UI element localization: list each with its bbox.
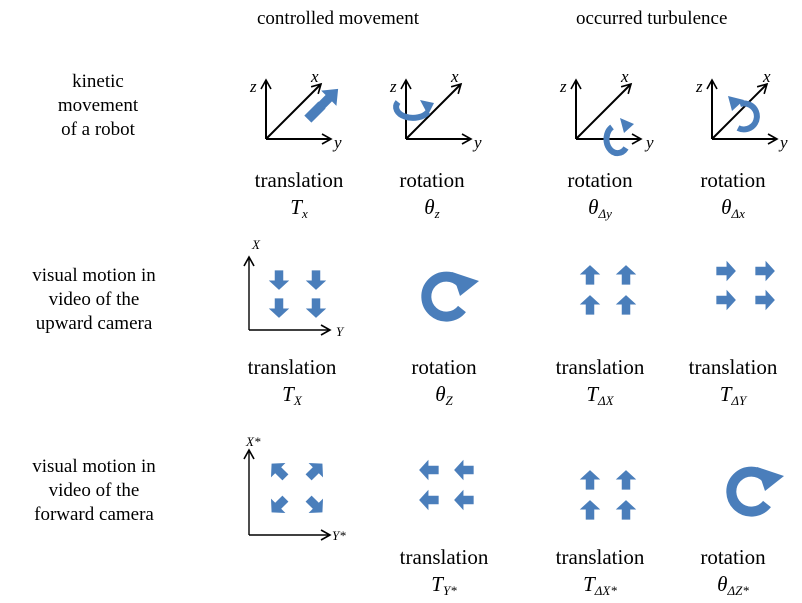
left-arrow-icon <box>454 489 474 511</box>
row-label-line: forward camera <box>34 504 154 525</box>
axis-label-Y: Y <box>336 324 345 339</box>
forward-diverging-arrows <box>264 456 330 520</box>
down-left-arrow-icon <box>264 491 293 520</box>
left-arrow-icon <box>454 459 474 481</box>
row-label-line: visual motion in <box>32 265 156 286</box>
axis-label-Y-star: Y* <box>332 528 346 543</box>
up-arrow-icon <box>579 500 601 520</box>
upward-camera-axes <box>243 255 332 336</box>
rotation-dZ-star-circular-arrow-icon <box>726 466 784 517</box>
row-label-line: video of the <box>48 480 140 501</box>
up-arrow-icon <box>615 265 637 285</box>
translation-dX-star-up-arrows <box>579 470 637 520</box>
axis-label-x: x <box>450 67 459 86</box>
row-label-line: video of the <box>48 289 140 310</box>
row-label-forward-camera: visual motion in video of the forward ca… <box>0 455 204 527</box>
robot-axes-rotation-dx <box>706 78 779 145</box>
down-arrow-icon <box>268 270 290 290</box>
row-label-line: visual motion in <box>32 456 156 477</box>
row-label-upward-camera: visual motion in video of the upward cam… <box>0 264 204 336</box>
up-arrow-icon <box>615 470 637 490</box>
down-arrow-icon <box>268 298 290 318</box>
header-occurred-turbulence: occurred turbulence <box>576 8 728 29</box>
axis-label-x: x <box>620 67 629 86</box>
forward-camera-axes <box>243 448 332 541</box>
translation-dY-right-arrows <box>716 260 775 311</box>
row-label-line: upward camera <box>35 313 153 334</box>
right-arrow-icon <box>755 289 775 311</box>
right-arrow-icon <box>716 260 736 282</box>
up-arrow-icon <box>579 265 601 285</box>
axis-label-z: z <box>695 77 703 96</box>
up-arrow-icon <box>615 500 637 520</box>
up-right-arrow-icon <box>301 456 330 485</box>
axis-label-y: y <box>472 133 482 152</box>
down-arrow-icon <box>305 298 327 318</box>
row-label-line: of a robot <box>61 119 135 140</box>
right-arrow-icon <box>716 289 736 311</box>
translation-x-arrow-icon <box>304 81 346 123</box>
axis-label-y: y <box>332 133 342 152</box>
translation-X-down-arrows <box>268 270 327 318</box>
rotation-dx-loop-icon <box>728 96 760 133</box>
down-arrow-icon <box>305 270 327 290</box>
translation-Y-star-left-arrows <box>419 459 474 511</box>
row-label-robot: kinetic movement of a robot <box>0 70 208 142</box>
header-controlled-movement: controlled movement <box>257 8 419 29</box>
axis-label-y: y <box>644 133 654 152</box>
axis-label-y: y <box>778 133 788 152</box>
up-arrow-icon <box>615 295 637 315</box>
left-arrow-icon <box>419 489 439 511</box>
axis-label-x: x <box>310 67 319 86</box>
axis-label-z: z <box>249 77 257 96</box>
robot-axes-translation <box>260 78 333 145</box>
axis-label-x: x <box>762 67 771 86</box>
row-label-line: kinetic <box>72 71 124 92</box>
axis-label-z: z <box>389 77 397 96</box>
rotation-z-loop-icon <box>393 100 434 121</box>
rotation-Z-circular-arrow-icon <box>421 271 479 322</box>
robot-axes-rotation-z <box>400 78 473 145</box>
row-label-line: movement <box>57 95 139 116</box>
rotation-dy-loop-icon <box>603 118 634 157</box>
translation-dX-up-arrows <box>579 265 637 315</box>
axis-label-X: X <box>251 237 261 252</box>
axis-label-X-star: X* <box>245 434 261 449</box>
left-arrow-icon <box>419 459 439 481</box>
up-arrow-icon <box>579 295 601 315</box>
right-arrow-icon <box>755 260 775 282</box>
down-right-arrow-icon <box>301 491 330 520</box>
up-left-arrow-icon <box>264 456 293 485</box>
up-arrow-icon <box>579 470 601 490</box>
axis-label-z: z <box>559 77 567 96</box>
